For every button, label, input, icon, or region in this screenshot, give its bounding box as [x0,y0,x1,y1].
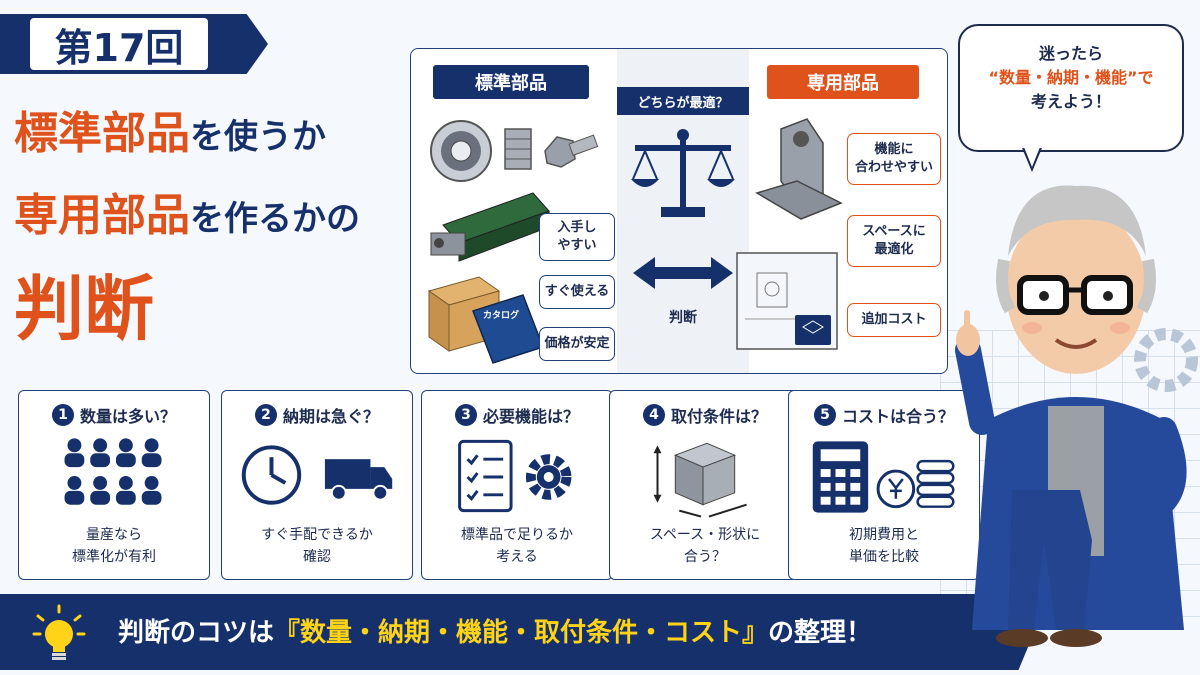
card-description: すぐ手配できるか 確認 [261,527,373,565]
card-description: 初期費用と 単価を比較 [849,527,919,565]
dedicated-parts-header: 専用部品 [767,65,919,99]
check-card-lead-time: 2 納期は急ぐ？ すぐ手配できるか 確認 [221,390,413,580]
presenter-character [955,185,1198,647]
blueprint-icon [736,252,838,350]
judge-label: 判断 [669,310,697,326]
dedicated-point-2: スペースに 最適化 [847,215,941,267]
dedicated-point-1: 機能に 合わせやすい [847,133,941,185]
card-number: 3 [454,404,477,426]
calculator-coins-icon [812,441,955,513]
card-description: 量産なら 標準化が有利 [72,527,156,565]
speech-line-2: “数量・納期・機能”で [988,68,1154,87]
standard-point-3: 価格が安定 [539,327,615,361]
bolt-icon [544,134,599,168]
card-title: 数量は多い？ [79,407,176,426]
card-title: コストは合う？ [841,407,954,426]
title-accent-dedicated: 専用部品 [14,190,190,241]
custom-bracket-icon [755,118,843,220]
tip-suffix: の整理！ [768,618,873,648]
tip-prefix: 判断のコツは [118,618,275,648]
title-accent-standard: 標準部品 [14,108,190,159]
standard-parts-illustration [427,120,599,364]
speech-line-3: 考えよう！ [1030,92,1111,111]
title-rest-1: を使うか [190,117,326,157]
gear-icon [1134,328,1198,392]
card-number: 5 [813,404,836,426]
bearing-icon [430,120,492,182]
clock-truck-icon [241,445,393,505]
card-title: 取付条件は？ [670,407,767,426]
nut-icon [504,128,532,170]
check-card-quantity: 1 数量は多い？ 量産なら 標準化が有利 [18,390,210,580]
title-rest-2: を作るかの [190,199,360,239]
page-title: 標準部品を使うか 専用部品を作るかの 判断 [14,112,409,350]
title-judgement: 判断 [14,268,154,350]
speech-line-1: 迷ったら [1038,44,1103,63]
lightbulb-icon [32,604,86,660]
card-description: スペース・形状に 合う？ [649,527,761,565]
card-description: 標準品で足りるか 考える [461,527,573,565]
double-arrow-icon [633,257,733,289]
people-icon [64,438,162,505]
catalog-label: カタログ [483,311,520,321]
card-number: 4 [642,404,665,426]
linear-guide-icon [430,192,550,262]
cube-dimension-icon [653,442,747,518]
tip-text: 判断のコツは『数量・納期・機能・取付条件・コスト』の整理！ [118,612,872,649]
tip-highlight: 『数量・納期・機能・取付条件・コスト』 [274,618,769,648]
check-card-mounting: 4 取付条件は？ スペース・形状に 合う？ [609,390,801,580]
check-card-cost: 5 コストは合う？ 初期費用と 単価を比較 [788,390,980,580]
episode-label: 第17回 [30,18,208,70]
card-title: 納期は急ぐ？ [282,407,379,426]
episode-banner: 第17回 [0,14,268,74]
scale-icon [631,129,735,217]
check-card-function: 3 必要機能は？ 標準品で足りるか 考える [421,390,613,580]
card-number: 2 [254,404,277,426]
comparison-panel: 標準部品 専用部品 どちらが最適？ カタログ [410,48,948,374]
card-number: 1 [51,404,74,426]
standard-point-2: すぐ使える [539,275,615,309]
standard-parts-header: 標準部品 [433,65,589,99]
which-is-best-label: どちらが最適？ [617,87,749,115]
dedicated-point-3: 追加コスト [847,303,941,337]
card-title: 必要機能は？ [482,407,579,426]
speech-bubble: 迷ったら “数量・納期・機能”で 考えよう！ [958,24,1184,152]
standard-point-1: 入手し やすい [539,213,615,261]
tip-banner [0,594,1050,670]
checklist-gear-icon [458,439,572,513]
